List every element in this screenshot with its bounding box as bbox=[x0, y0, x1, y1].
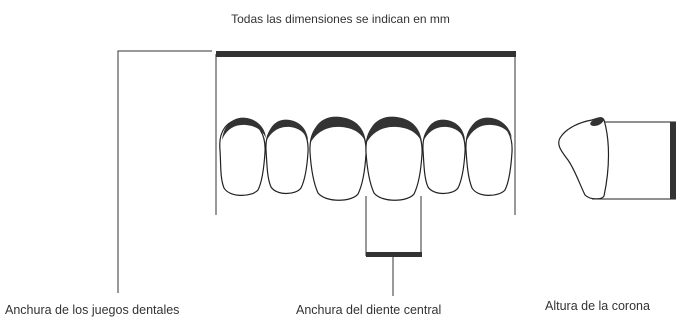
gum-margins bbox=[222, 116, 512, 142]
set-width-leader bbox=[117, 50, 212, 293]
tooth-side-view bbox=[558, 117, 676, 200]
gum-2 bbox=[267, 119, 308, 140]
diagram-title: Todas las dimensiones se indican en mm bbox=[231, 12, 450, 26]
teeth-front-view bbox=[219, 118, 513, 201]
tooth-profile bbox=[558, 117, 610, 200]
gum-5 bbox=[424, 119, 465, 140]
gum-1 bbox=[222, 117, 266, 140]
gum-4 bbox=[367, 116, 422, 142]
profile-gum bbox=[590, 117, 604, 126]
set-width-bar bbox=[216, 51, 516, 57]
gum-3 bbox=[311, 116, 366, 142]
crown-height-label: Altura de la corona bbox=[545, 299, 650, 313]
set-width-label: Anchura de los juegos dentales bbox=[5, 303, 180, 317]
crown-height-bar bbox=[670, 122, 676, 199]
central-width-label: Anchura del diente central bbox=[296, 303, 442, 317]
central-width-bar bbox=[366, 252, 422, 257]
gum-6 bbox=[467, 117, 512, 140]
